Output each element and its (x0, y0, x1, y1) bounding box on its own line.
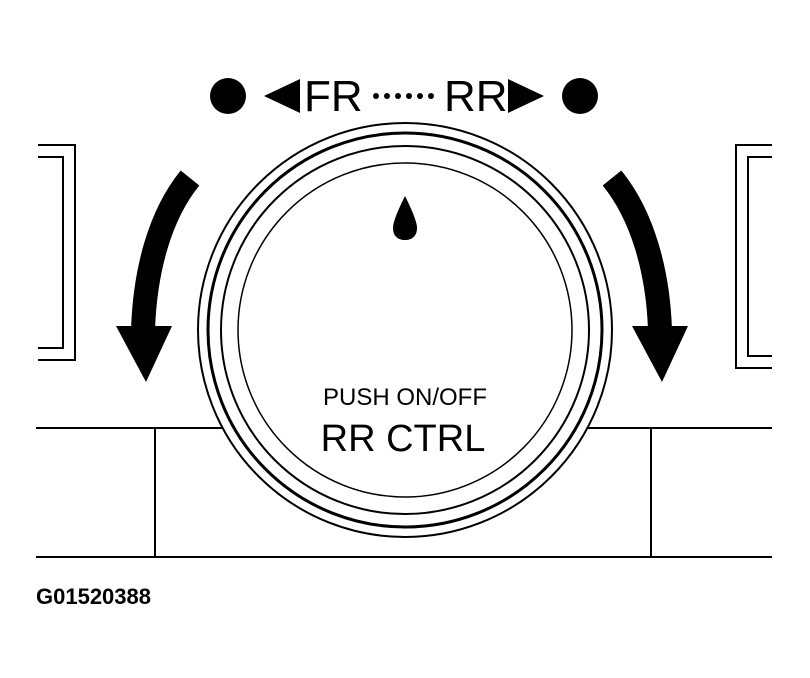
dotted-connector (373, 93, 434, 99)
triangle-right-icon (508, 79, 544, 113)
knob-face (237, 162, 573, 498)
knob-middle-ring (206, 131, 604, 529)
push-on-off-label: PUSH ON/OFF (323, 384, 487, 411)
filled-dot-icon (210, 78, 246, 114)
front-label: FR (304, 72, 363, 121)
triangle-left-icon (264, 79, 300, 113)
figure-code: G01520388 (36, 584, 151, 609)
filled-dot-icon (562, 78, 598, 114)
panel-outline (36, 427, 772, 558)
rear-label: RR (444, 72, 508, 121)
left-adjacent-control (38, 144, 76, 361)
knob-indicator-mark-icon (393, 196, 417, 240)
rr-ctrl-label: RR CTRL (321, 418, 486, 460)
rotate-clockwise-arrow-icon (602, 170, 688, 382)
knob-inner-ring (220, 145, 590, 515)
rotate-counterclockwise-arrow-icon (116, 170, 200, 382)
rr-control-knob[interactable] (197, 122, 613, 538)
right-adjacent-control (735, 144, 772, 369)
